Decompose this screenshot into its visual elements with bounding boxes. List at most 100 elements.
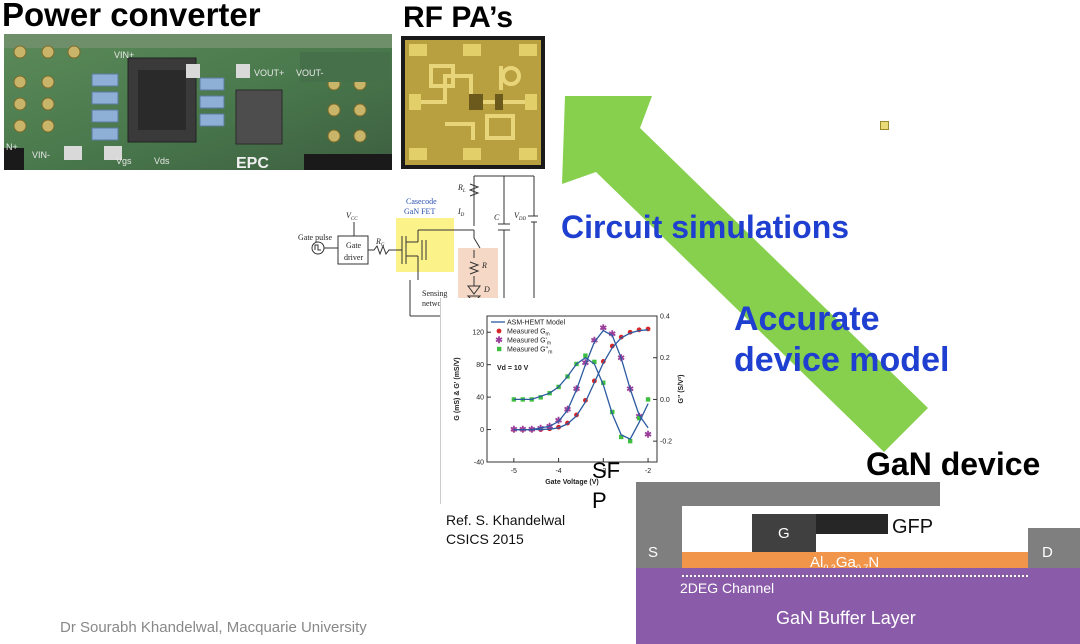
gan-buffer-label: GaN Buffer Layer bbox=[776, 608, 916, 628]
power-converter-board-svg: VIN+ VOUT+ VOUT- VIN- N+ Vgs Vds EPC bbox=[4, 34, 392, 170]
x-tick-label: -4 bbox=[555, 468, 561, 475]
c-label: C bbox=[494, 213, 500, 222]
y-right-tick-label: -0.2 bbox=[660, 439, 672, 446]
point-measured-gm1: ✱ bbox=[591, 335, 599, 345]
footer-credit: Dr Sourabh Khandelwal, Macquarie Univers… bbox=[60, 619, 367, 636]
rl-label: RL bbox=[457, 183, 466, 194]
y-left-axis-label: G (mS) & G' (mS/V) bbox=[454, 357, 461, 420]
x-tick-label: -3 bbox=[600, 468, 606, 475]
accurate-model-line2: device model bbox=[734, 341, 950, 379]
model-line-4 bbox=[513, 329, 649, 431]
legend-label: Measured Gm bbox=[507, 329, 550, 338]
legend-label-subscript: m bbox=[548, 350, 552, 356]
vcc-label: VCC bbox=[346, 211, 358, 222]
sfp-label-1: SF bbox=[592, 458, 621, 483]
label-vds: Vds bbox=[154, 156, 170, 166]
x-tick-label: -2 bbox=[645, 468, 651, 475]
sensing-label-2: network bbox=[422, 299, 448, 308]
gate-label: G bbox=[778, 525, 790, 542]
label-vgs: Vgs bbox=[116, 156, 132, 166]
cascode-label-1: Casecode bbox=[406, 197, 437, 206]
legend-marker-asterisk: ✱ bbox=[495, 335, 503, 345]
y-left-tick-label: 80 bbox=[476, 362, 484, 369]
label-vout-plus: VOUT+ bbox=[254, 68, 284, 78]
board-brand: EPC bbox=[236, 155, 269, 170]
cascode-highlight bbox=[396, 218, 454, 272]
legend-label: Measured G'm bbox=[507, 338, 551, 347]
point-measured-gm2 bbox=[619, 434, 624, 440]
model-line-3 bbox=[513, 329, 649, 431]
gate-pulse-label: Gate pulse bbox=[298, 233, 332, 242]
accurate-model-line1: Accurate bbox=[734, 300, 880, 338]
2deg-channel-label: 2DEG Channel bbox=[680, 580, 775, 596]
source-field-plate bbox=[636, 482, 940, 506]
point-measured-gm bbox=[645, 326, 651, 332]
id-label: ID bbox=[457, 207, 465, 218]
y-right-tick-label: 0.2 bbox=[660, 355, 670, 362]
point-measured-gm2 bbox=[583, 353, 588, 358]
source-contact bbox=[636, 548, 682, 568]
point-measured-gm2 bbox=[601, 380, 606, 385]
y-left-tick-label: 40 bbox=[476, 395, 484, 402]
source-field-plate-stem bbox=[636, 506, 682, 548]
gan-device-title: GaN device bbox=[866, 446, 1041, 482]
drain-label: D bbox=[1042, 544, 1053, 561]
point-measured-gm2 bbox=[592, 359, 597, 365]
gan-buffer-layer bbox=[636, 568, 1080, 644]
y-right-axis-label: G'' (S/V²) bbox=[678, 375, 685, 404]
model-line-5 bbox=[513, 356, 649, 440]
y-left-tick-label: 0 bbox=[480, 427, 484, 434]
rf-pa-chip-image bbox=[401, 36, 545, 169]
legend-label: Measured G''m bbox=[507, 347, 552, 356]
power-converter-title: Power converter bbox=[2, 0, 261, 33]
point-measured-gm2 bbox=[645, 397, 651, 402]
y-left-tick-label: 120 bbox=[472, 330, 484, 337]
point-measured-gm1: ✱ bbox=[600, 323, 608, 333]
point-measured-gm1: ✱ bbox=[608, 329, 616, 339]
chart-frame bbox=[486, 315, 658, 463]
gate-contact bbox=[752, 514, 816, 552]
point-measured-gm1: ✱ bbox=[644, 429, 652, 439]
circuit-simulations-label: Circuit simulations bbox=[561, 209, 850, 245]
x-axis-label: Gate Voltage (V) bbox=[545, 479, 599, 486]
label-vin-minus: VIN- bbox=[32, 150, 50, 160]
point-measured-gm2 bbox=[538, 395, 543, 400]
sensing-label-1: Sensing bbox=[422, 289, 447, 298]
rg-label: RG bbox=[375, 237, 385, 248]
legend-marker-circle bbox=[496, 328, 502, 334]
legend-marker-square bbox=[497, 346, 502, 352]
legend-label-subscript: m bbox=[547, 341, 551, 347]
d-label: D bbox=[483, 285, 490, 294]
r-label: R bbox=[481, 261, 487, 270]
label-n-plus: N+ bbox=[6, 142, 18, 152]
gate-driver-label-2: driver bbox=[344, 253, 363, 262]
reference-line2: CSICS 2015 bbox=[446, 531, 524, 547]
label-vout-minus: VOUT- bbox=[296, 68, 324, 78]
legend-label: ASM-HEMT Model bbox=[507, 320, 566, 327]
y-right-tick-label: 0.4 bbox=[660, 314, 670, 321]
x-tick-label: -5 bbox=[511, 468, 517, 475]
label-vin-plus: VIN+ bbox=[114, 50, 134, 60]
vdd-label: VDD bbox=[514, 211, 527, 222]
gate-driver-label-1: Gate bbox=[346, 241, 362, 250]
arrow-shape bbox=[562, 96, 928, 452]
source-label: S bbox=[648, 544, 659, 561]
upward-arrow bbox=[562, 96, 928, 452]
bias-annotation: Vd = 10 V bbox=[497, 365, 529, 372]
reference-line1: Ref. S. Khandelwal bbox=[446, 512, 566, 528]
y-left-tick-label: -40 bbox=[474, 460, 484, 467]
cascode-label-2: GaN FET bbox=[404, 207, 435, 216]
point-measured-gm2 bbox=[627, 438, 633, 444]
gate-field-plate bbox=[816, 514, 888, 534]
2deg-channel-line bbox=[682, 575, 1028, 577]
point-measured-gm2 bbox=[636, 416, 642, 421]
rf-pa-title: RF PA’s bbox=[403, 1, 514, 34]
rf-pa-chip-svg bbox=[401, 36, 545, 169]
legend-label-subscript: m bbox=[546, 332, 550, 338]
y-right-tick-label: 0.0 bbox=[660, 397, 670, 404]
sfp-label-2: P bbox=[592, 488, 607, 513]
drain-contact bbox=[1028, 528, 1080, 568]
gfp-label: GFP bbox=[892, 516, 934, 538]
